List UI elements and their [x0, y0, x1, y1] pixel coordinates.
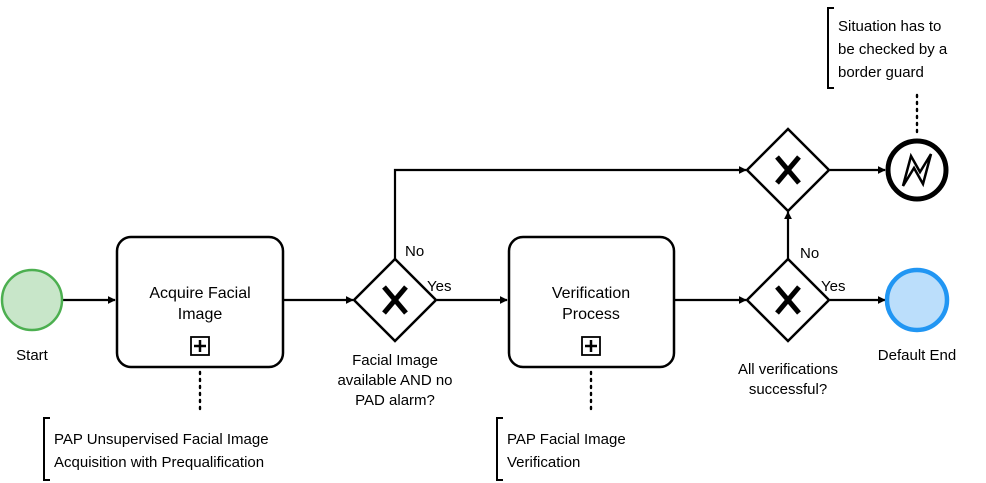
- subprocess-plus-icon: [190, 336, 210, 356]
- task-label-line1: Acquire Facial: [149, 285, 250, 302]
- annotation-acquire-line1: PAP Unsupervised Facial Image: [54, 431, 269, 448]
- gateway2-yes-label: Yes: [821, 278, 845, 295]
- default-end-label: Default End: [878, 347, 956, 364]
- error-end-event: [885, 138, 949, 202]
- task-box: [115, 235, 285, 369]
- task-label-line2: Image: [178, 306, 223, 323]
- exclusive-x-icon: [775, 285, 801, 315]
- gateway1-no-label: No: [405, 243, 424, 260]
- flow-gateway1-no: [393, 166, 747, 259]
- task-verification-process[interactable]: Verification Process: [507, 235, 676, 369]
- gateway-verifications-check: No Yes All verifications successful?: [738, 245, 846, 398]
- gateway2-no-label: No: [800, 245, 819, 262]
- annotation-acquire: PAP Unsupervised Facial Image Acquisitio…: [43, 417, 269, 481]
- annotation-error-line2: be checked by a: [838, 41, 948, 58]
- default-end-circle: [884, 267, 950, 333]
- annotation-verify-line1: PAP Facial Image: [507, 431, 626, 448]
- gateway-merge: [745, 127, 831, 213]
- annotation-error: Situation has to be checked by a border …: [827, 7, 948, 89]
- annotation-verify: PAP Facial Image Verification: [496, 417, 626, 481]
- task-acquire-facial-image[interactable]: Acquire Facial Image: [115, 235, 285, 369]
- gateway2-question-line1: All verifications: [738, 361, 838, 378]
- start-event-label: Start: [16, 347, 49, 364]
- gateway-facial-image-check: No Yes Facial Image available AND no PAD…: [337, 243, 452, 409]
- start-event: Start: [0, 268, 64, 364]
- default-end-event: Default End: [878, 267, 956, 364]
- annotation-bracket: [827, 7, 834, 89]
- annotation-acquire-line2: Acquisition with Prequalification: [54, 454, 264, 471]
- task-label-line2: Process: [562, 306, 620, 323]
- gateway1-question-line2: available AND no: [337, 372, 452, 389]
- task-box: [507, 235, 676, 369]
- task-label-line1: Verification: [552, 285, 630, 302]
- annotation-bracket: [43, 417, 50, 481]
- gateway1-yes-label: Yes: [427, 278, 451, 295]
- start-event-circle: [0, 268, 64, 332]
- exclusive-x-icon: [382, 285, 408, 315]
- subprocess-plus-icon: [581, 336, 601, 356]
- annotation-bracket: [496, 417, 503, 481]
- error-lightning-icon: [901, 152, 933, 188]
- annotation-error-line3: border guard: [838, 64, 924, 81]
- gateway2-question-line2: successful?: [749, 381, 827, 398]
- annotation-error-line1: Situation has to: [838, 18, 941, 35]
- annotation-verify-line2: Verification: [507, 454, 580, 471]
- gateway1-question-line1: Facial Image: [352, 352, 438, 369]
- gateway1-question-line3: PAD alarm?: [355, 392, 435, 409]
- exclusive-x-icon: [775, 155, 801, 185]
